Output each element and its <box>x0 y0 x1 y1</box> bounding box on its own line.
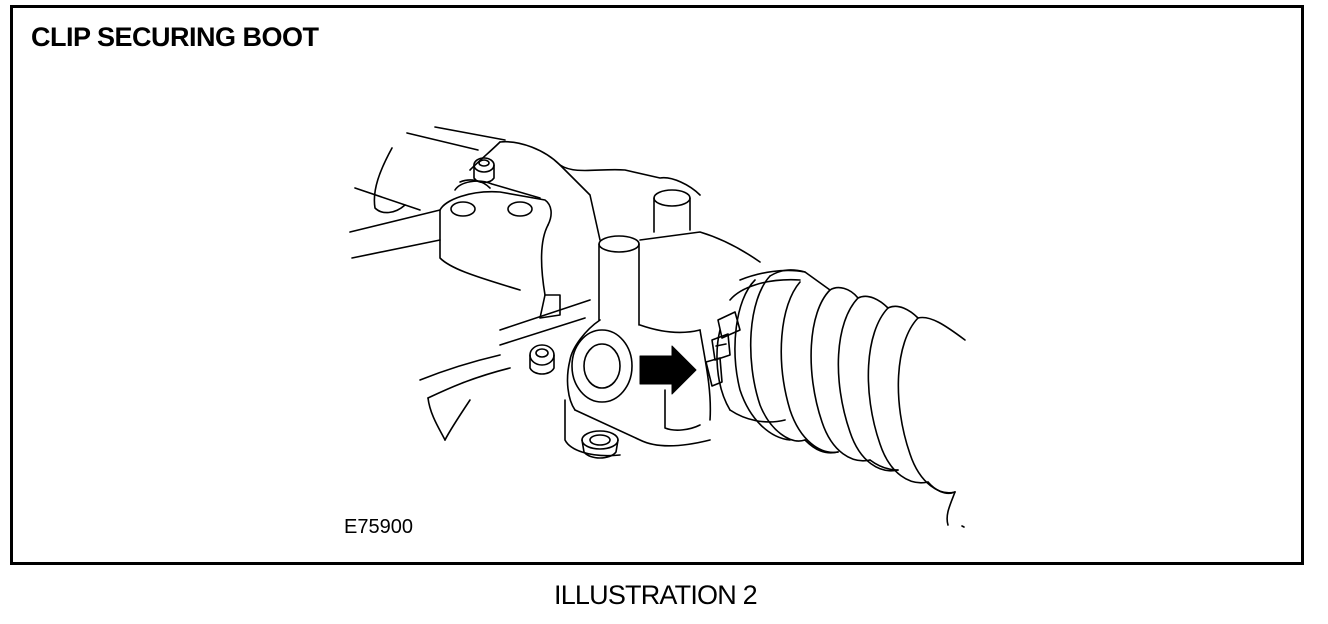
gear-housing <box>439 140 761 459</box>
figure-code: E75900 <box>344 516 413 538</box>
rubber-boot <box>734 269 966 528</box>
illustration-title: CLIP SECURING BOOT <box>31 22 319 52</box>
steering-rack-drawing <box>349 126 966 528</box>
pointer-arrow <box>639 345 697 395</box>
illustration-frame: CLIP SECURING BOOT <box>10 5 1304 565</box>
boot-clip <box>705 269 806 423</box>
mounting-bracket <box>349 126 591 441</box>
illustration-caption: ILLUSTRATION 2 <box>554 580 758 610</box>
